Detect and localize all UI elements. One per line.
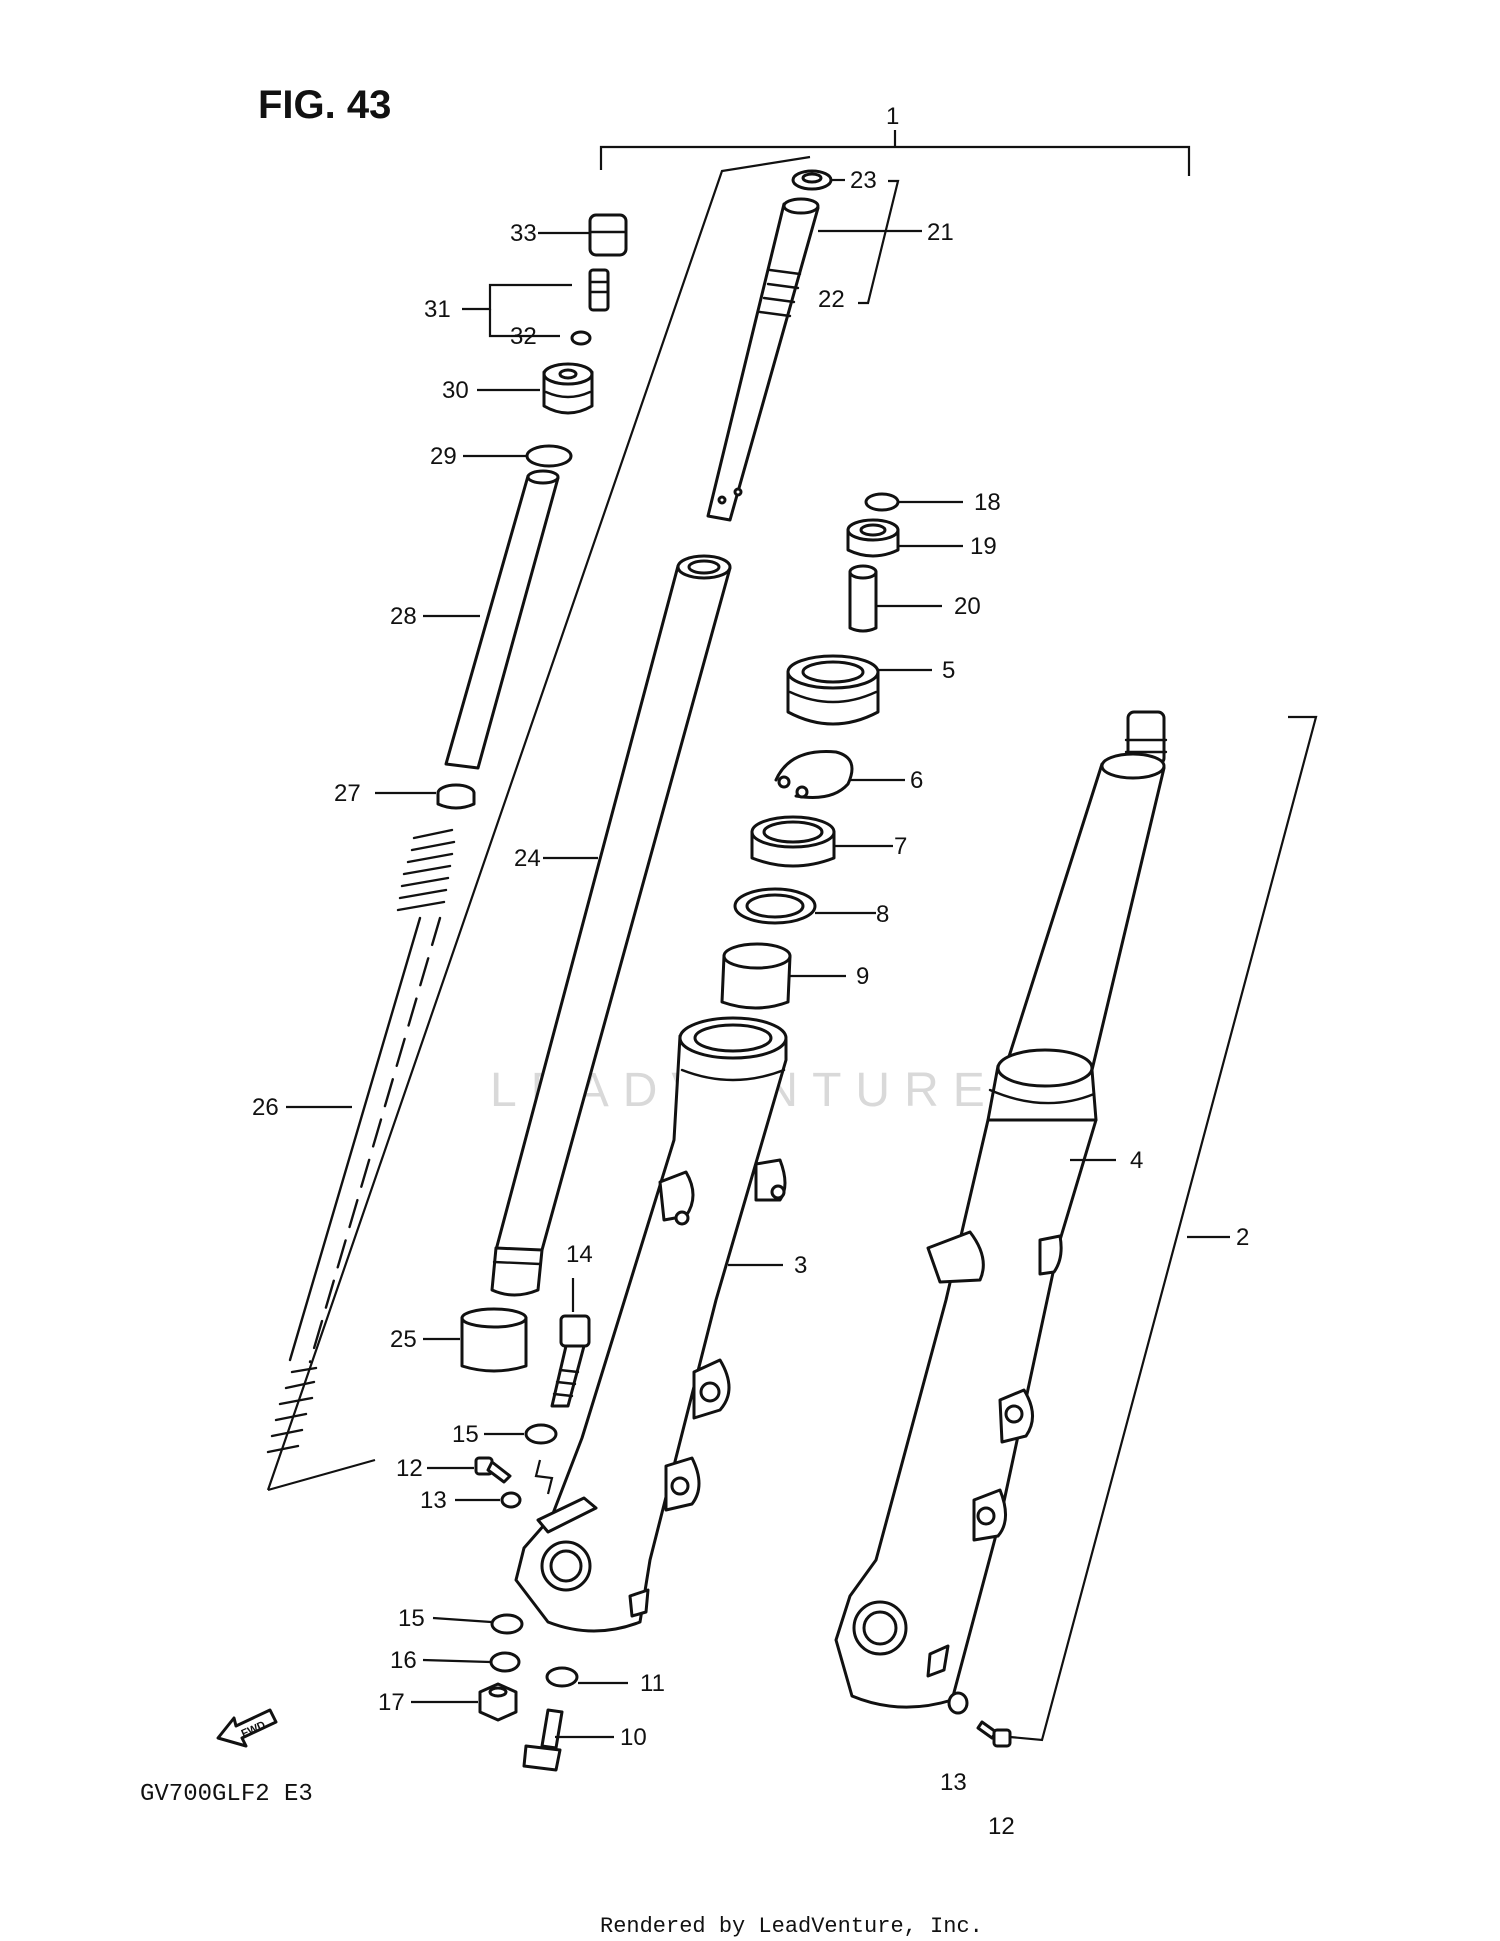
callout-32: 32 <box>510 323 537 350</box>
washer-15a <box>524 1423 558 1445</box>
callout-17: 17 <box>378 1689 405 1716</box>
callout-5: 5 <box>942 657 955 684</box>
plug-30 <box>542 362 594 415</box>
callout-labels: 1 23 21 22 33 31 32 30 29 28 27 24 26 25… <box>252 103 1249 1840</box>
bracket-2 <box>1009 715 1318 1742</box>
callout-20: 20 <box>954 593 981 620</box>
render-credit: Rendered by LeadVenture, Inc. <box>600 1914 983 1939</box>
callout-15b: 15 <box>398 1605 425 1632</box>
callout-1: 1 <box>886 103 899 130</box>
spring-seat-27 <box>436 783 476 810</box>
callout-14: 14 <box>566 1241 593 1268</box>
model-code: GV700GLF2 E3 <box>140 1781 313 1808</box>
washer-19 <box>846 518 900 558</box>
leader-lines <box>286 178 1116 1739</box>
washer-8 <box>733 887 817 925</box>
callout-16: 16 <box>390 1647 417 1674</box>
washer-15b <box>490 1613 524 1635</box>
callout-25: 25 <box>390 1326 417 1353</box>
washer-11 <box>545 1666 579 1688</box>
callout-18: 18 <box>974 489 1001 516</box>
washer-13a <box>500 1491 522 1509</box>
spring-26 <box>266 828 456 1454</box>
screw-12b <box>976 1720 1012 1748</box>
collar-20 <box>848 564 878 633</box>
callout-15a: 15 <box>452 1421 479 1448</box>
damper-rod-21 <box>706 197 820 522</box>
callout-33: 33 <box>510 220 537 247</box>
bush-25 <box>460 1307 528 1373</box>
callout-12b: 12 <box>988 1813 1015 1840</box>
washer-16 <box>489 1651 521 1673</box>
ring-18 <box>864 492 900 512</box>
callout-26: 26 <box>252 1094 279 1121</box>
bolt-10 <box>522 1708 564 1772</box>
callout-19: 19 <box>970 533 997 560</box>
break-mark <box>534 1459 554 1495</box>
callout-24: 24 <box>514 845 541 872</box>
damper-cylinder-24 <box>490 554 732 1297</box>
bracket-1 <box>266 130 1191 1492</box>
guide-bush-9 <box>720 942 792 1010</box>
dust-seal-5 <box>786 654 880 726</box>
inner-tube-4 <box>986 710 1168 1133</box>
fwd-arrow-icon: FWD <box>216 1708 278 1748</box>
outer-tube-2 <box>834 1118 1098 1709</box>
outer-tube-3 <box>514 1016 788 1633</box>
figure-title: FIG. 43 <box>258 83 391 127</box>
callout-2: 2 <box>1236 1224 1249 1251</box>
callout-9: 9 <box>856 963 869 990</box>
bolt-14 <box>550 1314 591 1408</box>
callout-3: 3 <box>794 1252 807 1279</box>
callout-12a: 12 <box>396 1455 423 1482</box>
callout-27: 27 <box>334 780 361 807</box>
callout-4: 4 <box>1130 1147 1143 1174</box>
callout-31: 31 <box>424 296 451 323</box>
callout-23: 23 <box>850 167 877 194</box>
callout-8: 8 <box>876 901 889 928</box>
adjuster-31 <box>588 268 610 312</box>
callout-10: 10 <box>620 1724 647 1751</box>
callout-28: 28 <box>390 603 417 630</box>
cap-bolt-33 <box>588 213 628 257</box>
clip-6 <box>774 750 854 799</box>
spacer-28 <box>444 469 560 770</box>
callout-30: 30 <box>442 377 469 404</box>
o-ring-32 <box>570 330 592 346</box>
oil-seal-7 <box>750 815 836 868</box>
o-ring-29 <box>525 444 573 468</box>
nut-17 <box>478 1682 518 1722</box>
screw-12a <box>474 1456 512 1484</box>
callout-29: 29 <box>430 443 457 470</box>
ring-23 <box>791 169 833 191</box>
callout-11: 11 <box>640 1670 665 1697</box>
callout-13b: 13 <box>940 1769 967 1796</box>
washer-13b <box>947 1691 969 1715</box>
callout-7: 7 <box>894 833 907 860</box>
callout-22: 22 <box>818 286 845 313</box>
callout-6: 6 <box>910 767 923 794</box>
callout-13a: 13 <box>420 1487 447 1514</box>
callout-21: 21 <box>927 219 954 246</box>
